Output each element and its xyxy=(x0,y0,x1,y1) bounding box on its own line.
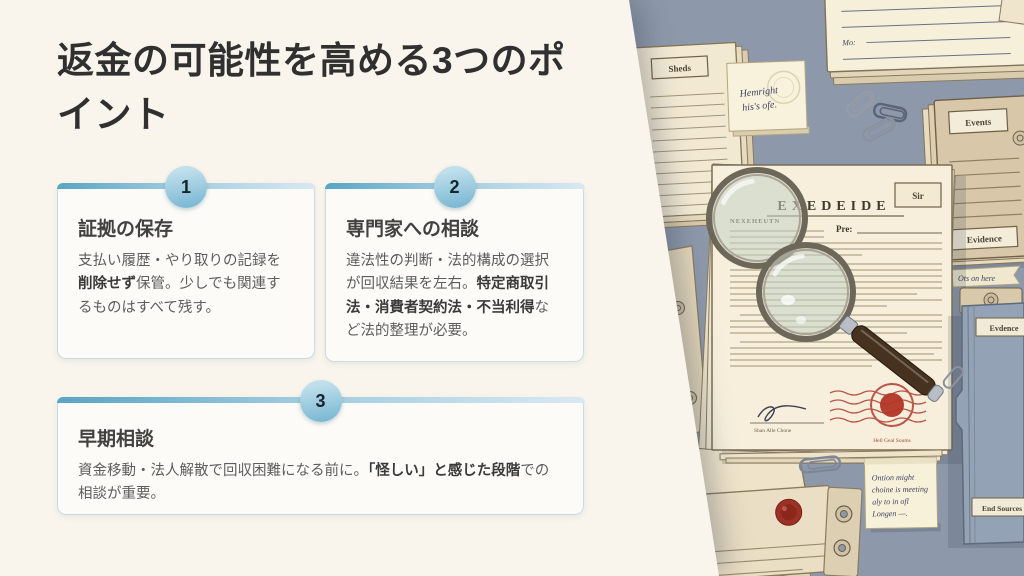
card-3-body-bold: 「怪しい」と感じた段階 xyxy=(368,463,521,479)
postmark-stamp xyxy=(829,383,927,427)
sticky-note-top: Hemright his's ofe. xyxy=(726,60,810,137)
tape-label-text: Ots on here xyxy=(958,274,995,283)
folder-top-label: Events xyxy=(965,117,992,128)
card-1-body: 支払い履歴・やり取りの記録を削除せず保管。少しでも関連するものはすべて残す。 xyxy=(78,250,294,320)
signature xyxy=(757,405,807,422)
card-1-body-bold: 削除せず xyxy=(78,276,136,293)
sticky-note-top-text: Hemright xyxy=(738,85,778,100)
tape-label: Ots on here xyxy=(951,265,1021,288)
sticky-note-bottom-line3: aly to in ofl xyxy=(872,497,910,507)
blue-folder: Evdence End Sources xyxy=(942,287,1024,548)
card-2-body: 違法性の判断・法的構成の選択が回収結果を左右。特定商取引法・消費者契約法・不当利… xyxy=(346,250,563,344)
index-card-label: Mo: xyxy=(841,38,856,48)
stamp-caption: Hell Geal Soums xyxy=(873,438,911,444)
sticky-note-bottom-line4: Longen —. xyxy=(871,509,907,519)
blue-folder-top-label: Evdence xyxy=(990,324,1019,333)
card-3-body: 資金移動・法人解散で回収困難になる前に。「怪しい」と感じた段階での相談が重要。 xyxy=(78,460,563,507)
signature-caption: Shan Alle Chone xyxy=(754,428,792,434)
point-number-badge-3: 3 xyxy=(299,380,342,422)
slide-title: 返金の可能性を高める3つのポイント xyxy=(57,40,566,136)
sticky-note-bottom-line1: Ontion might xyxy=(872,473,915,483)
sticky-note-top-text2: his's ofe. xyxy=(742,99,778,114)
blue-folder-bottom-label: End Sources xyxy=(982,504,1022,513)
sticky-note-bottom-line2: choine is meeting xyxy=(872,485,928,495)
point-number-badge-2: 2 xyxy=(433,166,476,208)
card-1-title: 証拠の保存 xyxy=(78,219,174,240)
paper-clips xyxy=(845,90,908,142)
grommet-card xyxy=(823,486,863,576)
index-card-stack: Mo: xyxy=(823,0,1024,86)
sticky-note-bottom: Ontion might choine is meeting aly to in… xyxy=(863,456,941,533)
card-3-body-text-after: での相談が重要。 xyxy=(78,463,550,503)
card-2-body-text-after: など法的整理が必要。 xyxy=(346,299,549,340)
magnifying-glass xyxy=(756,242,944,402)
card-2-body-bold: 特定商取引法・消費者契約法・不当利得 xyxy=(346,276,549,316)
point-card-2: 2 専門家への相談 違法性の判断・法的構成の選択が回収結果を左右。特定商取引法・… xyxy=(324,166,585,362)
point-card-1: 1 証拠の保存 支払い履歴・やり取りの記録を削除せず保管。少しでも関連するものは… xyxy=(56,166,316,359)
card-2-title: 専門家への相談 xyxy=(346,219,480,240)
corner-sheet xyxy=(998,0,1024,25)
point-number-badge-1: 1 xyxy=(165,166,207,208)
document-corner-label: Sir xyxy=(912,191,924,201)
card-3-title: 早期相談 xyxy=(78,429,155,450)
magnifier-handle xyxy=(838,315,944,402)
folder-bottom-label: Evidence xyxy=(967,233,1002,245)
card-1-body-text: 支払い履歴・やり取りの記録を xyxy=(78,253,281,269)
card-1-body-text-after: 保管。少しでも関連するものはすべて残す。 xyxy=(78,276,281,316)
paper-clip-horizontal xyxy=(798,455,842,474)
card-3-body-text: 資金移動・法人解散で回収困難になる前に。 xyxy=(78,463,368,479)
card-2-body-text: 違法性の判断・法的構成の選択が回収結果を左右。 xyxy=(346,253,549,293)
wax-seal-envelope xyxy=(698,484,836,576)
document-field-label: Pre: xyxy=(836,224,852,234)
point-card-3: 3 早期相談 資金移動・法人解散で回収困難になる前に。「怪しい」と感じた段階での… xyxy=(56,380,585,515)
